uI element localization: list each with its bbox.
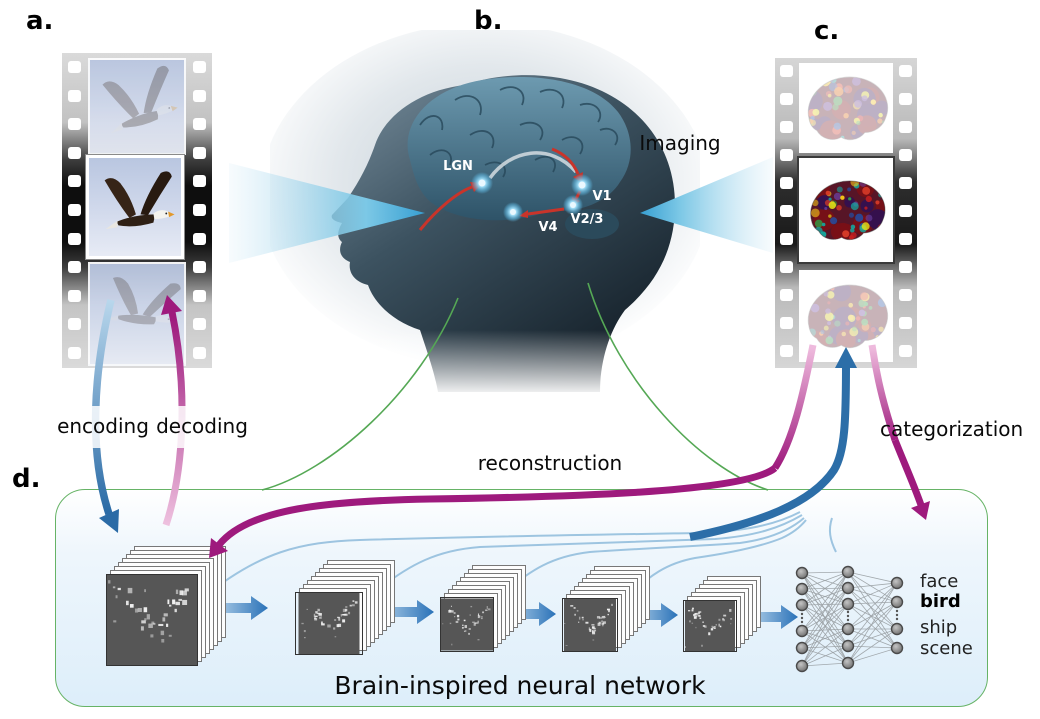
class-label-bird: bird — [920, 591, 961, 612]
encoding-decoding-chip — [53, 406, 255, 448]
sprocket-hole — [780, 93, 793, 105]
feature-map-stack — [295, 560, 395, 655]
sprocket-hole — [780, 317, 793, 329]
sprocket-hole — [899, 93, 912, 105]
class-label-face: face — [920, 571, 959, 592]
sprocket-hole — [780, 149, 793, 161]
sprocket-hole — [68, 118, 81, 131]
region-label-lgn: LGN — [443, 159, 473, 174]
sprocket-hole — [899, 345, 912, 357]
sprocket-hole — [68, 146, 81, 159]
sprocket-hole — [899, 233, 912, 245]
feature-map-image — [295, 592, 363, 655]
sprocket-hole — [899, 205, 912, 217]
region-label-v1: V1 — [592, 189, 611, 204]
sprocket-hole — [780, 345, 793, 357]
stimulus-frame-current — [85, 154, 185, 260]
imaging-label: Imaging — [639, 131, 721, 155]
feature-map-image — [440, 597, 494, 652]
fmri-filmstrip — [775, 58, 917, 368]
fmri-frame-current — [797, 156, 895, 264]
brain-region-markers — [471, 172, 593, 222]
sprocket-hole — [193, 61, 206, 73]
brain-head-illustration: LGN V1 V2/3 V4 — [270, 30, 700, 395]
sprocket-hole — [780, 177, 793, 189]
sprocket-hole — [193, 232, 206, 245]
head-bottom-fade — [270, 330, 700, 395]
stimulus-frame-next — [88, 262, 186, 366]
sprocket-hole — [899, 149, 912, 161]
sprocket-hole — [68, 204, 81, 216]
sprocket-hole — [780, 65, 793, 77]
sprocket-hole — [899, 65, 912, 77]
sprocket-hole — [780, 205, 793, 217]
cerebellum — [565, 209, 619, 239]
sprocket-hole — [193, 146, 206, 159]
reconstruction-label: reconstruction — [477, 451, 623, 475]
sprocket-hole — [68, 347, 81, 359]
fmri-frame-next — [799, 270, 893, 362]
sprocket-hole — [899, 317, 912, 329]
sprocket-hole — [193, 318, 206, 331]
class-label-scene: scene — [920, 638, 973, 659]
sprocket-hole — [780, 121, 793, 133]
sprocket-hole — [193, 118, 206, 131]
classifier-network — [795, 565, 904, 673]
fmri-frame-previous — [799, 63, 893, 153]
sprocket-hole — [68, 175, 81, 188]
sprocket-hole — [193, 261, 206, 274]
sprocket-hole — [780, 261, 793, 273]
stimulus-frame-previous — [88, 58, 186, 155]
feature-map-image — [562, 598, 618, 652]
sprocket-hole — [68, 89, 81, 102]
sprocket-hole — [899, 121, 912, 133]
stimulus-filmstrip — [62, 53, 212, 368]
feature-map-stack — [440, 565, 526, 652]
brain-gyri-lines — [419, 86, 619, 178]
categorization-label: categorization — [880, 417, 1024, 441]
sprocket-hole — [780, 233, 793, 245]
sprocket-hole — [899, 261, 912, 273]
feature-map-stack — [106, 546, 226, 666]
sprocket-hole — [780, 289, 793, 301]
sprocket-hole — [193, 204, 206, 216]
panel-b-label: b. — [474, 6, 503, 36]
sprocket-hole — [193, 175, 206, 188]
sprocket-hole — [193, 89, 206, 102]
sprocket-hole — [68, 232, 81, 245]
sprocket-hole — [899, 289, 912, 301]
panel-d-label: d. — [12, 464, 41, 494]
region-label-v23: V2/3 — [571, 212, 604, 227]
optic-radiation-arc — [488, 151, 578, 180]
panel-a-label: a. — [26, 6, 54, 36]
class-label-ship: ship — [920, 617, 958, 638]
feature-map-image — [683, 600, 737, 652]
network-caption: Brain-inspired neural network — [334, 671, 706, 700]
sprocket-hole — [193, 347, 206, 359]
feature-map-image — [106, 574, 198, 666]
sprocket-hole — [68, 318, 81, 331]
feature-map-stack — [683, 576, 761, 652]
sprocket-hole — [899, 177, 912, 189]
encoding-label: encoding — [57, 414, 149, 438]
sprocket-hole — [68, 261, 81, 274]
panel-c-label: c. — [814, 16, 840, 46]
sprocket-hole — [68, 289, 81, 302]
region-label-v4: V4 — [538, 220, 557, 235]
sprocket-hole — [193, 289, 206, 302]
decoding-label: decoding — [156, 414, 248, 438]
feature-map-stack — [562, 566, 650, 652]
sprocket-hole — [68, 61, 81, 73]
